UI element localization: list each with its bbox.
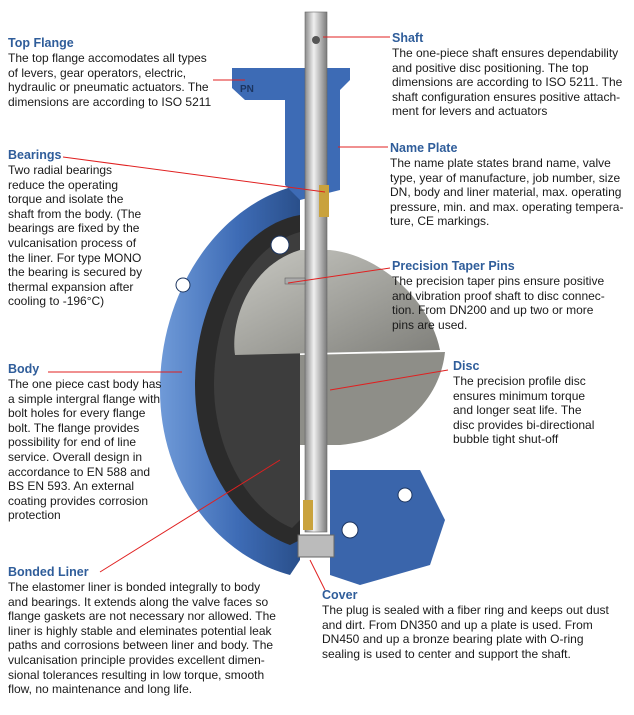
callout-title: Cover [322, 588, 358, 602]
callout-text: The plug is sealed with a fiber ring and… [322, 603, 609, 661]
bolt-hole [397, 487, 413, 503]
bolt-hole [175, 277, 191, 293]
shaft [304, 11, 328, 533]
disc [234, 250, 440, 355]
bolt-hole [341, 521, 359, 539]
callout-title: Body [8, 362, 40, 376]
svg-text:PN: PN [240, 84, 254, 95]
callout-text: The precision profile disc ensures minim… [453, 374, 595, 447]
callout-title: Bonded Liner [8, 565, 89, 579]
callout-shaft: Shaft The one-piece shaft ensures depend… [392, 31, 622, 119]
leader-lines [48, 36, 449, 591]
callout-title: Bearings [8, 148, 62, 162]
callout-top-flange: Top Flange The top flange accomodates al… [8, 36, 211, 109]
callout-text: The one-piece shaft ensures dependabilit… [392, 46, 623, 119]
callout-title: Disc [453, 359, 480, 373]
callout-text: The elastomer liner is bonded integrally… [8, 580, 276, 697]
callout-bonded-liner: Bonded Liner The elastomer liner is bond… [8, 565, 276, 697]
callout-body: Body The one piece cast body has a simpl… [8, 362, 161, 523]
bearing [319, 185, 329, 217]
callout-text: The top flange accomodates all types of … [8, 51, 212, 109]
callout-text: The name plate states brand name, valve … [390, 156, 624, 229]
callout-title: Top Flange [8, 36, 74, 50]
callout-title: Precision Taper Pins [392, 259, 515, 273]
callout-text: The precision taper pins ensure positive… [392, 274, 605, 332]
callout-title: Shaft [392, 31, 424, 45]
callout-text: Two radial bearings reduce the operating… [8, 163, 143, 309]
callout-bearings: Bearings Two radial bearings reduce the … [8, 148, 142, 309]
callout-disc: Disc The precision profile disc ensures … [453, 359, 594, 447]
callout-name-plate: Name Plate The name plate states brand n… [390, 141, 623, 229]
cover-plug [297, 534, 335, 558]
body-lower-ear [330, 470, 445, 585]
bearing [303, 500, 313, 530]
bolt-hole [270, 235, 290, 255]
callout-title: Name Plate [390, 141, 458, 155]
callout-taper-pins: Precision Taper Pins The precision taper… [392, 259, 605, 332]
callout-text: The one piece cast body has a simple int… [8, 377, 162, 523]
callout-cover: Cover The plug is sealed with a fiber ri… [322, 588, 609, 661]
